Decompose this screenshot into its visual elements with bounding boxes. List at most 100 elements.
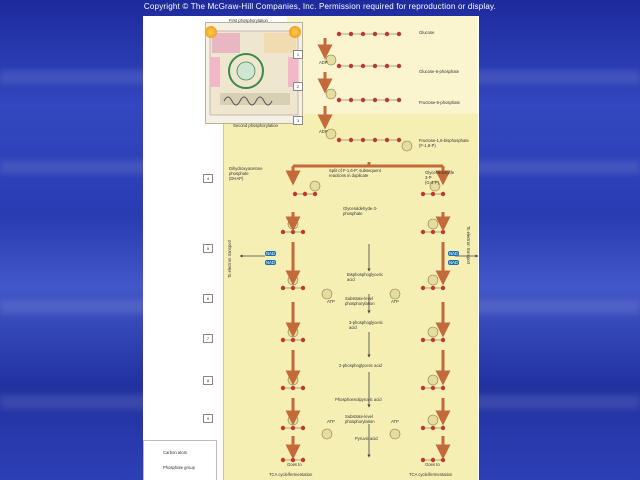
carbon-atom <box>312 191 318 197</box>
carbon-atom <box>396 97 402 103</box>
carbon-atom <box>360 31 366 37</box>
carbon-atom <box>348 137 354 143</box>
carbon-atom <box>360 97 366 103</box>
dhap-label: Dihydroxyacetone phosphate (DHAP) <box>229 166 263 181</box>
pathway-graphic <box>147 31 479 473</box>
carbon-atom <box>372 63 378 69</box>
step-box-3: 3 <box>293 116 303 125</box>
phosphate-group <box>321 428 333 440</box>
step-box-7: 7 <box>203 334 213 343</box>
carbon-atom <box>430 425 436 431</box>
carbon-atom <box>430 457 436 463</box>
step-box-5: 5 <box>203 244 213 253</box>
step-box-4: 4 <box>203 174 213 183</box>
adp-label-top: ADP <box>319 60 328 65</box>
glucose-label: Glucose <box>419 30 435 35</box>
adp-label-second: ADP <box>319 129 328 134</box>
carbon-atom <box>384 97 390 103</box>
top-panel <box>287 16 477 114</box>
carbon-atom <box>440 285 446 291</box>
carbon-atom <box>348 63 354 69</box>
carbon-atom <box>430 229 436 235</box>
carbon-atom <box>430 337 436 343</box>
atp-label-right-2: ATP <box>391 419 399 424</box>
phosphate-group <box>427 326 439 338</box>
g3p-side-label: Glyceraldehyde 3-P (G-3-P) <box>425 170 455 185</box>
carbon-atom <box>280 285 286 291</box>
nad-badge-left-2: NAD <box>265 260 276 265</box>
carbon-atom <box>420 425 426 431</box>
phosphate-group <box>427 414 439 426</box>
carbon-atom <box>384 137 390 143</box>
carbon-atom <box>440 229 446 235</box>
phosphate-group <box>309 180 321 192</box>
slp1-label: Substrate-level phosphorylation <box>345 296 375 306</box>
carbon-atom <box>396 63 402 69</box>
carbon-atom <box>420 337 426 343</box>
glycolysis-figure: 1 2 3 4 5 6 7 8 9 <box>143 16 479 480</box>
carbon-atom <box>280 229 286 235</box>
carbon-atom <box>348 97 354 103</box>
carbon-atom <box>430 385 436 391</box>
step-box-1: 1 <box>293 50 303 59</box>
nad-badge-right-2: NAD <box>448 260 459 265</box>
pep-label: Phosphoenolpyruvic acid <box>335 397 382 402</box>
carbon-atom <box>384 31 390 37</box>
carbon-atom <box>300 425 306 431</box>
carbon-atom <box>430 285 436 291</box>
fbp-label: Fructose-1,6-bisphosphate (F-1,6-P) <box>419 138 469 148</box>
sun-icon <box>205 26 217 38</box>
legend-carbon-label: Carbon atom <box>163 450 188 455</box>
carbon-atom <box>300 285 306 291</box>
f6p-label: Fructose-6-phosphate <box>419 100 460 105</box>
phosphate-group <box>401 140 413 152</box>
carbon-atom <box>280 337 286 343</box>
phosphate-group <box>389 288 401 300</box>
bpg-label: Bisphosphoglyceric acid <box>347 272 384 282</box>
tca-left: TCA cycle/fermentation <box>269 472 313 477</box>
legend-phosphate-label: Phosphate group <box>163 465 195 470</box>
atp-label-left-2: ATP <box>327 419 335 424</box>
carbon-atom <box>280 425 286 431</box>
carbon-atom <box>420 229 426 235</box>
goes-to-right: Goes to <box>425 462 440 467</box>
to-electron-transport-right: To electron transport <box>466 226 471 265</box>
copyright-notice: Copyright © The McGraw-Hill Companies, I… <box>143 2 497 11</box>
carbon-atom <box>300 385 306 391</box>
second-phosphorylation-label: Second phosphorylation <box>233 123 278 128</box>
g3p-label: Glyceraldehyde-3- phosphate <box>343 206 378 216</box>
carbon-atom <box>420 191 426 197</box>
nad-badge-right: NAD <box>448 251 459 256</box>
phosphate-group <box>427 274 439 286</box>
carbon-atom <box>440 191 446 197</box>
carbon-atom <box>336 137 342 143</box>
carbon-atom <box>440 337 446 343</box>
carbon-atom <box>372 97 378 103</box>
carbon-atom <box>280 457 286 463</box>
slp2-label: Substrate-level phosphorylation <box>345 414 375 424</box>
nad-badge-left: NAD <box>265 251 276 256</box>
phosphate-group <box>389 428 401 440</box>
first-phosphorylation-label: First phosphorylation <box>229 18 268 23</box>
phosphate-group <box>325 88 337 100</box>
carbon-atom <box>420 457 426 463</box>
atp-label-left: ATP <box>327 299 335 304</box>
step-box-6: 6 <box>203 294 213 303</box>
carbon-atom <box>440 425 446 431</box>
carbon-atom <box>440 457 446 463</box>
carbon-atom <box>360 63 366 69</box>
pga2-label: 2-phosphoglyceric acid <box>339 363 382 368</box>
cell-inset-diagram <box>205 22 303 124</box>
sun-icon <box>289 26 301 38</box>
carbon-atom <box>430 191 436 197</box>
carbon-atom <box>292 191 298 197</box>
phosphate-group <box>427 218 439 230</box>
carbon-atom <box>360 137 366 143</box>
phosphate-group <box>427 374 439 386</box>
step-box-2: 2 <box>293 82 303 91</box>
carbon-atom <box>290 425 296 431</box>
pyruvic-label: Pyruvic acid <box>355 436 378 441</box>
carbon-atom <box>336 63 342 69</box>
carbon-atom <box>384 63 390 69</box>
phosphate-group <box>321 288 333 300</box>
